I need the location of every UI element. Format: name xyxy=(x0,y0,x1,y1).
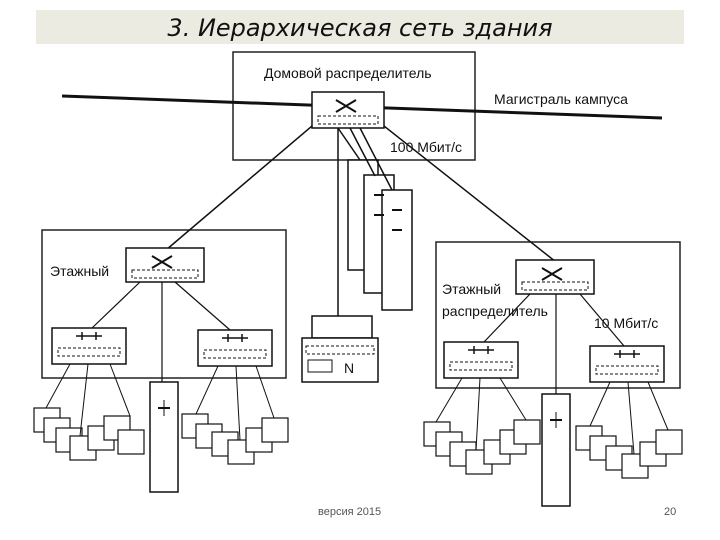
floor-label-left: Этажный xyxy=(50,263,109,279)
title-bar: 3. Иерархическая сеть здания xyxy=(36,10,684,44)
floor-switch-left xyxy=(125,247,205,283)
printer-label: N xyxy=(344,360,354,376)
speed-10-label: 10 Мбит/с xyxy=(594,315,658,331)
hub-right-1 xyxy=(443,341,519,379)
hub-left-2 xyxy=(197,329,273,367)
footer-version: версия 2015 xyxy=(318,506,382,518)
pc-cluster-left-2 xyxy=(181,413,289,465)
pc-cluster-left-1 xyxy=(33,407,145,461)
server-tower-left xyxy=(149,381,179,493)
speed-100-label: 100 Мбит/с xyxy=(390,139,462,155)
floor-switch-right xyxy=(515,259,595,295)
floor-box-right xyxy=(435,241,681,389)
floor-box-left xyxy=(41,229,287,379)
floor-label-right-2: распределитель xyxy=(442,303,548,319)
server-stack-center xyxy=(347,159,413,311)
building-distributor-label: Домовой распределитель xyxy=(264,65,432,81)
central-switch xyxy=(311,91,385,129)
hub-right-2 xyxy=(589,345,665,383)
floor-label-right-1: Этажный xyxy=(442,281,501,297)
page-number: 20 xyxy=(664,506,677,518)
printer xyxy=(301,315,379,383)
pc-cluster-right-1 xyxy=(423,419,541,475)
slide-title: 3. Иерархическая сеть здания xyxy=(167,14,553,42)
pc-cluster-right-2 xyxy=(575,425,683,479)
server-tower-right xyxy=(541,393,571,507)
campus-backbone-label: Магистраль кампуса xyxy=(494,91,628,107)
hub-left-1 xyxy=(51,327,127,365)
